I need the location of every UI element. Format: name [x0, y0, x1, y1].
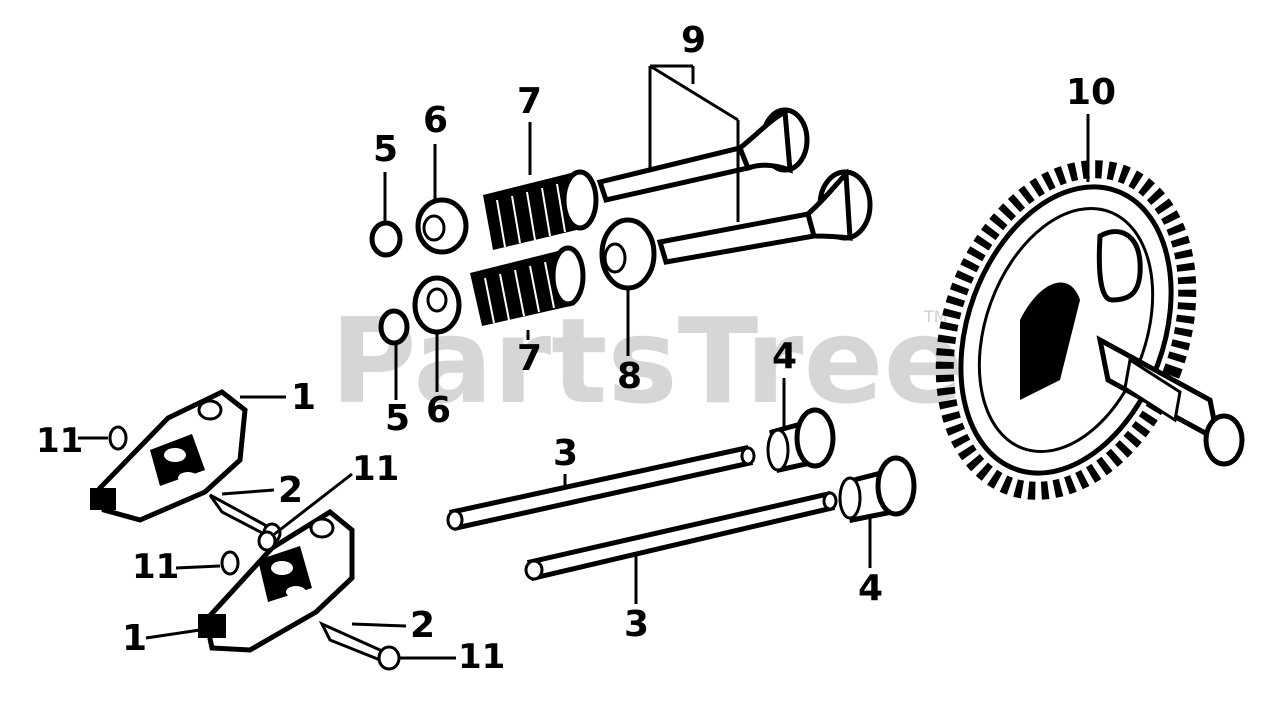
- valve-train-lower: [378, 217, 657, 346]
- rocker-arm-lower: [198, 508, 388, 665]
- callout-11-a: 11: [36, 421, 83, 461]
- watermark-trademark: TM: [923, 307, 948, 326]
- tappet-upper: [766, 407, 836, 474]
- leader-1-lower: [145, 628, 201, 640]
- valve-upper: [596, 107, 810, 203]
- o-ring-11-c: [377, 645, 401, 671]
- valve-stem-seal: [599, 217, 657, 291]
- camshaft-gear: [935, 160, 1245, 500]
- callout-7-lower: 7: [517, 338, 542, 379]
- valve-spring-lower: [470, 245, 586, 326]
- callout-11-c: 11: [132, 547, 179, 587]
- callouts: 9 10 7 6 5 7 8 6 5 4 4 3 3: [36, 20, 1116, 677]
- callout-1-upper: 1: [291, 377, 316, 418]
- callout-2-upper: 2: [278, 470, 303, 511]
- o-ring-11-b: [220, 550, 240, 576]
- callout-9: 9: [681, 20, 706, 61]
- callout-10: 10: [1066, 72, 1116, 113]
- callout-6-lower: 6: [426, 390, 451, 431]
- callout-6-top: 6: [423, 100, 448, 141]
- leader-2-upper: [221, 488, 275, 496]
- valve-keeper-lower: [378, 308, 410, 346]
- push-rod-upper: [446, 445, 756, 531]
- push-rod-lower: [524, 491, 838, 581]
- valve-train-upper: [369, 107, 873, 265]
- callout-2-lower: 2: [410, 605, 435, 646]
- callout-5-top: 5: [373, 129, 398, 170]
- o-ring-11-d: [257, 530, 277, 552]
- callout-3-upper: 3: [553, 433, 578, 474]
- leader-11-b: [271, 472, 353, 538]
- tappet-lower: [838, 455, 917, 523]
- leader-11-c: [175, 564, 221, 570]
- leader-2-lower: [351, 622, 407, 628]
- callout-5-lower: 5: [385, 398, 410, 439]
- callout-1-lower: 1: [122, 618, 147, 659]
- leader-9: [648, 64, 740, 222]
- callout-4-lower: 4: [858, 568, 883, 609]
- callout-11-d: 11: [458, 637, 505, 677]
- callout-4-upper: 4: [772, 336, 797, 377]
- callout-8: 8: [617, 356, 642, 397]
- o-ring-11-a: [108, 425, 128, 451]
- valve-spring-upper: [483, 169, 599, 250]
- valve-lower: [656, 168, 873, 265]
- valve-keeper-upper: [369, 220, 403, 258]
- callout-7-top: 7: [517, 81, 542, 122]
- rocker-arm-upper: [90, 389, 282, 544]
- callout-11-b: 11: [352, 449, 399, 489]
- callout-3-lower: 3: [624, 604, 649, 645]
